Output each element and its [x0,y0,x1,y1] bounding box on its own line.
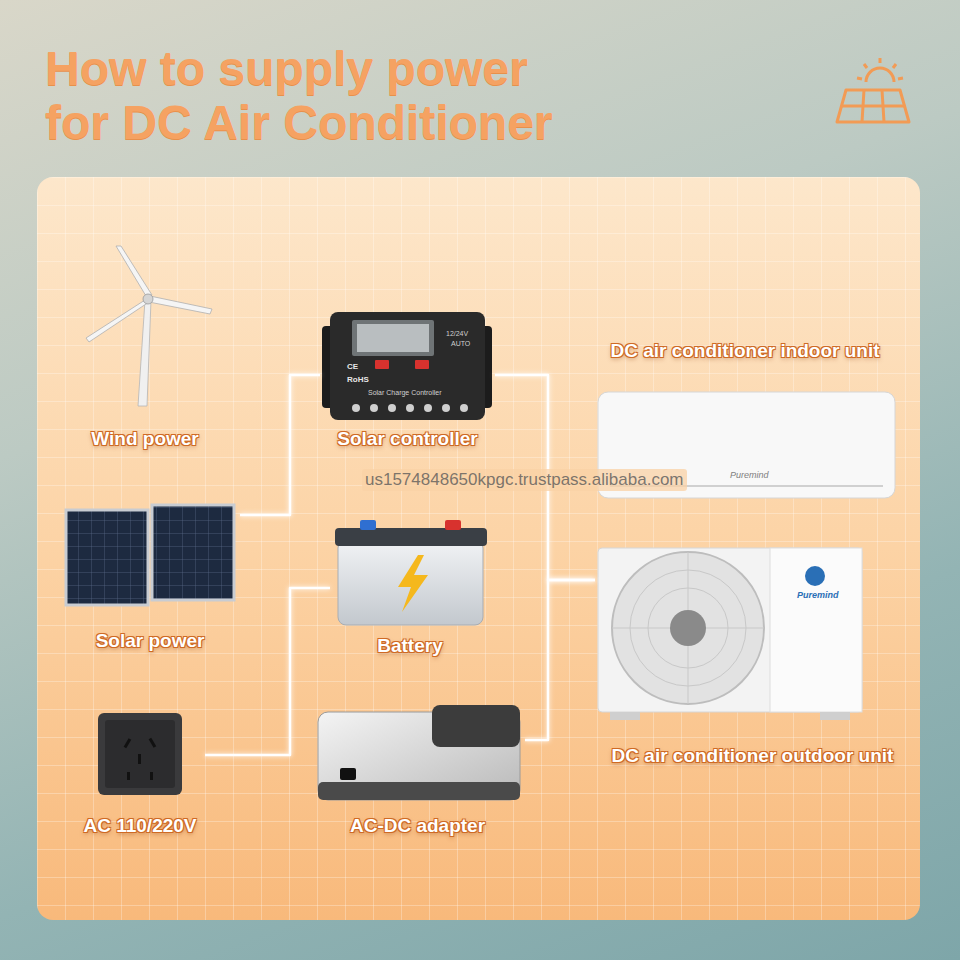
node-label: Solar power [94,630,207,652]
wind-power-node: Wind power [70,245,220,450]
node-label: DC air conditioner outdoor unit [610,745,896,767]
solar-panels [66,505,234,605]
watermark-text: us1574848650kpgc.trustpass.alibaba.com [362,469,687,491]
brand-mark: Puremind [797,590,839,600]
node-label: Battery [375,635,444,657]
outdoor-unit-node: DC air conditioner outdoor unit [595,545,910,767]
power-wire [205,588,330,755]
voltage-mark: 12/24V [446,330,468,338]
node-label: AC 110/220V [81,815,198,837]
device-name: Solar Charge Controller [368,389,442,397]
mode-mark: AUTO [451,340,470,348]
node-label: DC air conditioner indoor unit [608,340,881,362]
power-wire [240,375,320,515]
solar-power-node: Solar power [60,500,240,652]
diagram-title: How to supply power for DC Air Condition… [45,42,575,150]
cert-mark: RoHS [347,375,369,384]
wall-socket [98,713,182,795]
charge-controller [322,312,492,420]
power-wire [849,505,852,545]
battery-node: Battery [330,518,490,657]
ac-supply-node: AC 110/220V [75,710,205,837]
battery [335,520,487,625]
node-label: Wind power [89,428,201,450]
power-wire [525,580,595,740]
cert-mark: CE [347,362,358,371]
brand-mark: Puremind [730,470,769,480]
node-label: AC-DC adapter [348,815,487,837]
node-label: Solar controller [335,428,479,450]
solar-icon [837,58,909,122]
ac-dc-adapter [318,705,520,800]
adapter-node: AC-DC adapter [310,700,525,837]
outdoor-unit [598,548,862,720]
wind-turbine [86,246,212,406]
controller-node: Solar controller [320,310,495,450]
